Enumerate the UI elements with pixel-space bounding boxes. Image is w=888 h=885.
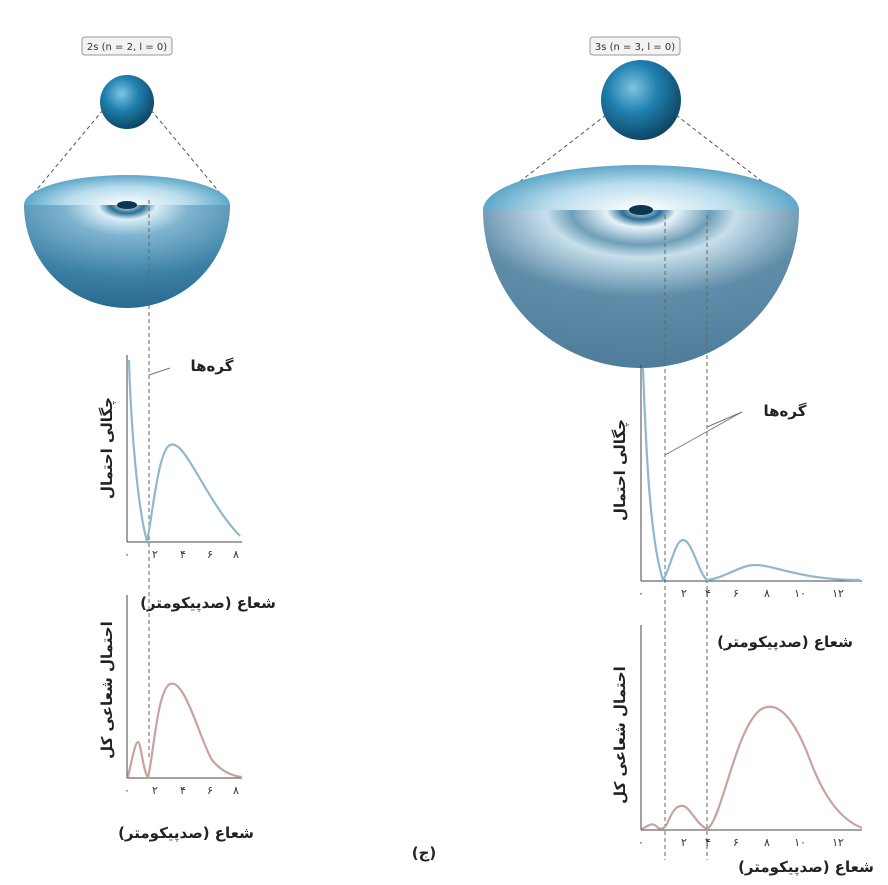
right-density-ylabel: چگالی احتمال	[611, 419, 630, 521]
tick-label: ۸	[233, 548, 239, 561]
left-radial-ticks: ۰ ۲ ۴ ۶ ۸	[124, 784, 239, 797]
tick-label: ۰	[638, 587, 644, 600]
right-radial-xlabel: شعاع (صدپیکومتر)	[738, 858, 874, 877]
tick-label: ۸	[764, 836, 770, 849]
left-orbital-label: 2s (n = 2, l = 0)	[87, 42, 167, 53]
tick-label: ۱۲	[832, 836, 844, 849]
tick-label: ۱۲	[832, 587, 844, 600]
right-nodes-label: گره‌ها	[764, 402, 807, 420]
right-radial-curve	[641, 705, 863, 831]
left-density-ylabel: چگالی احتمال	[98, 397, 117, 499]
right-radial-ticks: ۰ ۲ ۴ ۶ ۸ ۱۰ ۱۲	[638, 836, 844, 849]
figure-caption: (ج)	[412, 844, 437, 862]
left-density-ticks: ۰ ۲ ۴ ۶ ۸	[124, 548, 239, 561]
right-nodes-pointer	[664, 411, 743, 456]
tick-label: ۶	[733, 587, 739, 600]
left-radial-xlabel: شعاع (صدپیکومتر)	[118, 824, 254, 843]
tick-label: ۴	[705, 587, 711, 600]
tick-label: ۱۰	[794, 587, 806, 600]
tick-label: ۶	[207, 548, 213, 561]
left-radial-curve	[126, 682, 243, 780]
left-orbital-label-box	[81, 36, 173, 56]
right-panel: 3s (n = 3, l = 0) گره‌ها چگالی احتمال ۰ …	[482, 36, 874, 877]
tick-label: ۴	[705, 836, 711, 849]
right-nucleus	[629, 205, 653, 215]
tick-label: ۸	[764, 587, 770, 600]
left-density-xlabel: شعاع (صدپیکومتر)	[140, 594, 276, 613]
right-nodes-pointer	[706, 411, 743, 428]
right-hemisphere	[483, 210, 799, 368]
left-panel: 2s (n = 2, l = 0) گره‌ها چگالی احتمال ۰ …	[23, 36, 276, 843]
tick-label: ۴	[180, 548, 186, 561]
right-orbital-label: 3s (n = 3, l = 0)	[595, 42, 675, 53]
right-orbital-sphere	[601, 60, 681, 140]
right-orbital-label-box	[589, 36, 681, 56]
tick-label: ۴	[180, 784, 186, 797]
left-density-curve	[127, 359, 241, 546]
tick-label: ۲	[152, 548, 158, 561]
tick-label: ۱۰	[794, 836, 806, 849]
left-hemisphere	[24, 205, 230, 308]
right-density-ticks: ۰ ۲ ۴ ۶ ۸ ۱۰ ۱۲	[638, 587, 844, 600]
right-density-xlabel: شعاع (صدپیکومتر)	[717, 633, 853, 652]
left-orbital-sphere	[100, 75, 154, 129]
tick-label: ۰	[124, 784, 130, 797]
left-nodes-pointer	[148, 367, 171, 376]
tick-label: ۰	[124, 548, 130, 561]
tick-label: ۲	[681, 836, 687, 849]
right-radial-ylabel: احتمال شعاعی کل	[611, 666, 629, 804]
tick-label: ۶	[733, 836, 739, 849]
tick-label: ۰	[638, 836, 644, 849]
tick-label: ۲	[152, 784, 158, 797]
right-density-curve	[641, 367, 861, 583]
tick-label: ۸	[233, 784, 239, 797]
left-radial-ylabel: احتمال شعاعی کل	[98, 621, 116, 759]
tick-label: ۶	[207, 784, 213, 797]
tick-label: ۲	[681, 587, 687, 600]
left-nodes-label: گره‌ها	[191, 357, 234, 375]
left-nucleus	[117, 201, 137, 209]
